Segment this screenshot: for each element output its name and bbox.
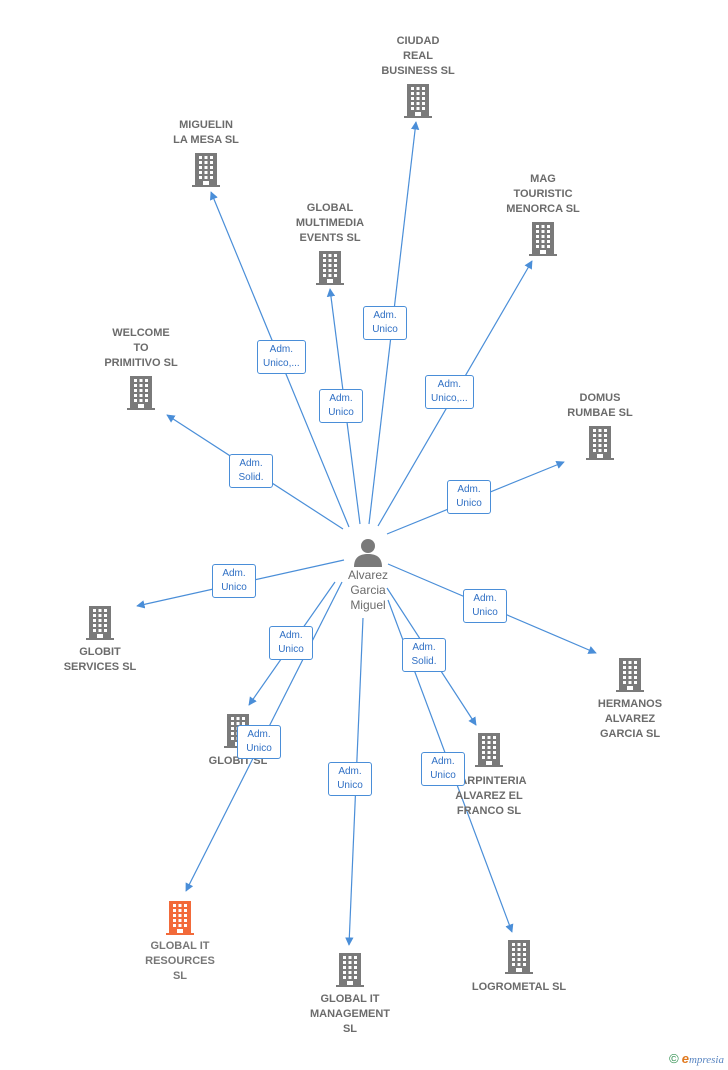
company-label[interactable]: DOMUS RUMBAE SL: [567, 392, 633, 419]
company-label[interactable]: CARPINTERIA ALVAREZ EL FRANCO SL: [451, 775, 527, 817]
role-badge-domus-rumbae[interactable]: Adm. Unico: [447, 480, 491, 514]
company-node-ciudad-real-business[interactable]: CIUDAD REAL BUSINESS SL: [353, 34, 483, 118]
company-node-miguelin-la-mesa[interactable]: MIGUELIN LA MESA SL: [141, 118, 271, 187]
person-node[interactable]: Alvarez Garcia Miguel: [328, 536, 408, 613]
role-badge-miguelin-la-mesa[interactable]: Adm. Unico,...: [257, 340, 306, 374]
role-badge-carpinteria-alvarez-el-franco[interactable]: Adm. Solid.: [402, 638, 446, 672]
company-node-global-multimedia-events[interactable]: GLOBAL MULTIMEDIA EVENTS SL: [265, 201, 395, 285]
company-node-globit-services[interactable]: GLOBIT SERVICES SL: [35, 606, 165, 675]
company-node-logrometal[interactable]: LOGROMETAL SL: [454, 940, 584, 995]
company-label[interactable]: WELCOME TO PRIMITIVO SL: [104, 327, 178, 369]
building-icon: [404, 84, 432, 118]
company-node-hermanos-alvarez-garcia[interactable]: HERMANOS ALVAREZ GARCIA SL: [565, 658, 695, 742]
building-icon: [166, 901, 194, 935]
company-node-welcome-to-primitivo[interactable]: WELCOME TO PRIMITIVO SL: [76, 326, 206, 410]
role-badge-global-multimedia-events[interactable]: Adm. Unico: [319, 389, 363, 423]
building-icon: [316, 251, 344, 285]
brand-name: mpresia: [688, 1054, 724, 1066]
copyright-icon: ©: [669, 1051, 679, 1066]
company-label[interactable]: GLOBIT SERVICES SL: [63, 646, 137, 673]
company-label[interactable]: LOGROMETAL SL: [471, 981, 567, 993]
role-badge-globit[interactable]: Adm. Unico: [269, 626, 313, 660]
building-icon: [192, 153, 220, 187]
building-icon: [336, 953, 364, 987]
building-icon: [586, 426, 614, 460]
building-icon: [529, 222, 557, 256]
company-node-domus-rumbae[interactable]: DOMUS RUMBAE SL: [535, 391, 665, 460]
role-badge-mag-touristic-menorca[interactable]: Adm. Unico,...: [425, 375, 474, 409]
role-badge-hermanos-alvarez-garcia[interactable]: Adm. Unico: [463, 589, 507, 623]
company-label[interactable]: CIUDAD REAL BUSINESS SL: [381, 35, 455, 77]
company-label[interactable]: GLOBAL MULTIMEDIA EVENTS SL: [295, 202, 365, 244]
role-badge-global-it-management[interactable]: Adm. Unico: [328, 762, 372, 796]
company-label[interactable]: GLOBAL IT RESOURCES SL: [145, 940, 215, 982]
company-label[interactable]: GLOBAL IT MANAGEMENT SL: [309, 993, 391, 1035]
role-badge-welcome-to-primitivo[interactable]: Adm. Solid.: [229, 454, 273, 488]
company-label[interactable]: MAG TOURISTIC MENORCA SL: [506, 173, 580, 215]
person-icon: [354, 539, 382, 567]
building-icon: [616, 658, 644, 692]
company-node-carpinteria-alvarez-el-franco[interactable]: CARPINTERIA ALVAREZ EL FRANCO SL: [424, 733, 554, 819]
building-icon: [86, 606, 114, 640]
role-badge-globit-services[interactable]: Adm. Unico: [212, 564, 256, 598]
company-label[interactable]: MIGUELIN LA MESA SL: [173, 119, 239, 146]
company-node-global-it-resources[interactable]: GLOBAL IT RESOURCES SL: [115, 901, 245, 984]
role-badge-global-it-resources[interactable]: Adm. Unico: [237, 725, 281, 759]
footer-brand: ©empresia: [669, 1051, 724, 1066]
building-icon: [475, 733, 503, 767]
brand-e: e: [681, 1051, 689, 1066]
building-icon: [505, 940, 533, 974]
company-label[interactable]: HERMANOS ALVAREZ GARCIA SL: [597, 698, 663, 740]
role-badge-logrometal[interactable]: Adm. Unico: [421, 752, 465, 786]
person-name: Alvarez Garcia Miguel: [347, 568, 388, 612]
company-node-global-it-management[interactable]: GLOBAL IT MANAGEMENT SL: [285, 953, 415, 1037]
company-node-mag-touristic-menorca[interactable]: MAG TOURISTIC MENORCA SL: [478, 172, 608, 256]
role-badge-ciudad-real-business[interactable]: Adm. Unico: [363, 306, 407, 340]
building-icon: [127, 376, 155, 410]
